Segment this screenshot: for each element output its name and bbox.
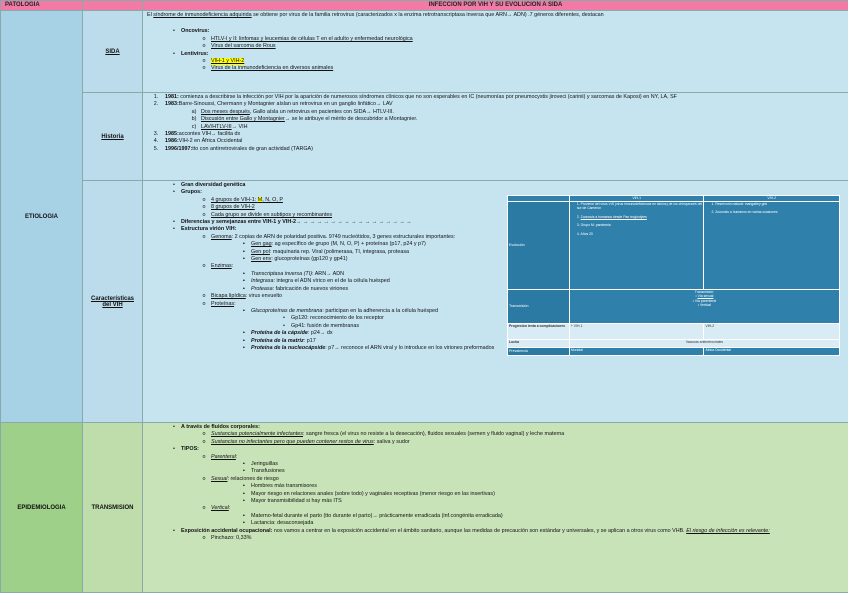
header-title: INFECCION POR VIH Y SU EVOLUCION A SIDA bbox=[142, 0, 848, 11]
mini-row-lucha: Lucha bbox=[507, 339, 570, 348]
mini-row-prevalencia: Prevalencia bbox=[507, 347, 570, 356]
vih-comparison-table: VIH-1 VIH-2 Evolución 1. Proviene del vi… bbox=[507, 195, 841, 356]
header-patologia: PATOLOGIA bbox=[0, 0, 83, 11]
mini-row-transmision: Transmisión bbox=[507, 289, 570, 324]
sida-content: El síndrome de inmunodeficiencia adquiri… bbox=[142, 10, 848, 93]
transmision-label: TRANSMISION bbox=[82, 422, 143, 593]
epidemiologia-label: EPIDEMIOLOGIA bbox=[0, 422, 83, 593]
mini-row-evolucion: Evolución bbox=[507, 201, 570, 290]
mini-row-progresion: Progresión lenta a complicaciones bbox=[507, 323, 570, 340]
etiologia-label: ETIOLOGIA bbox=[0, 10, 83, 423]
historia-label: Historia bbox=[82, 92, 143, 181]
sida-label: SIDA bbox=[82, 10, 143, 93]
historia-content: 1.1981: comienza a describirse la infecc… bbox=[142, 92, 848, 181]
